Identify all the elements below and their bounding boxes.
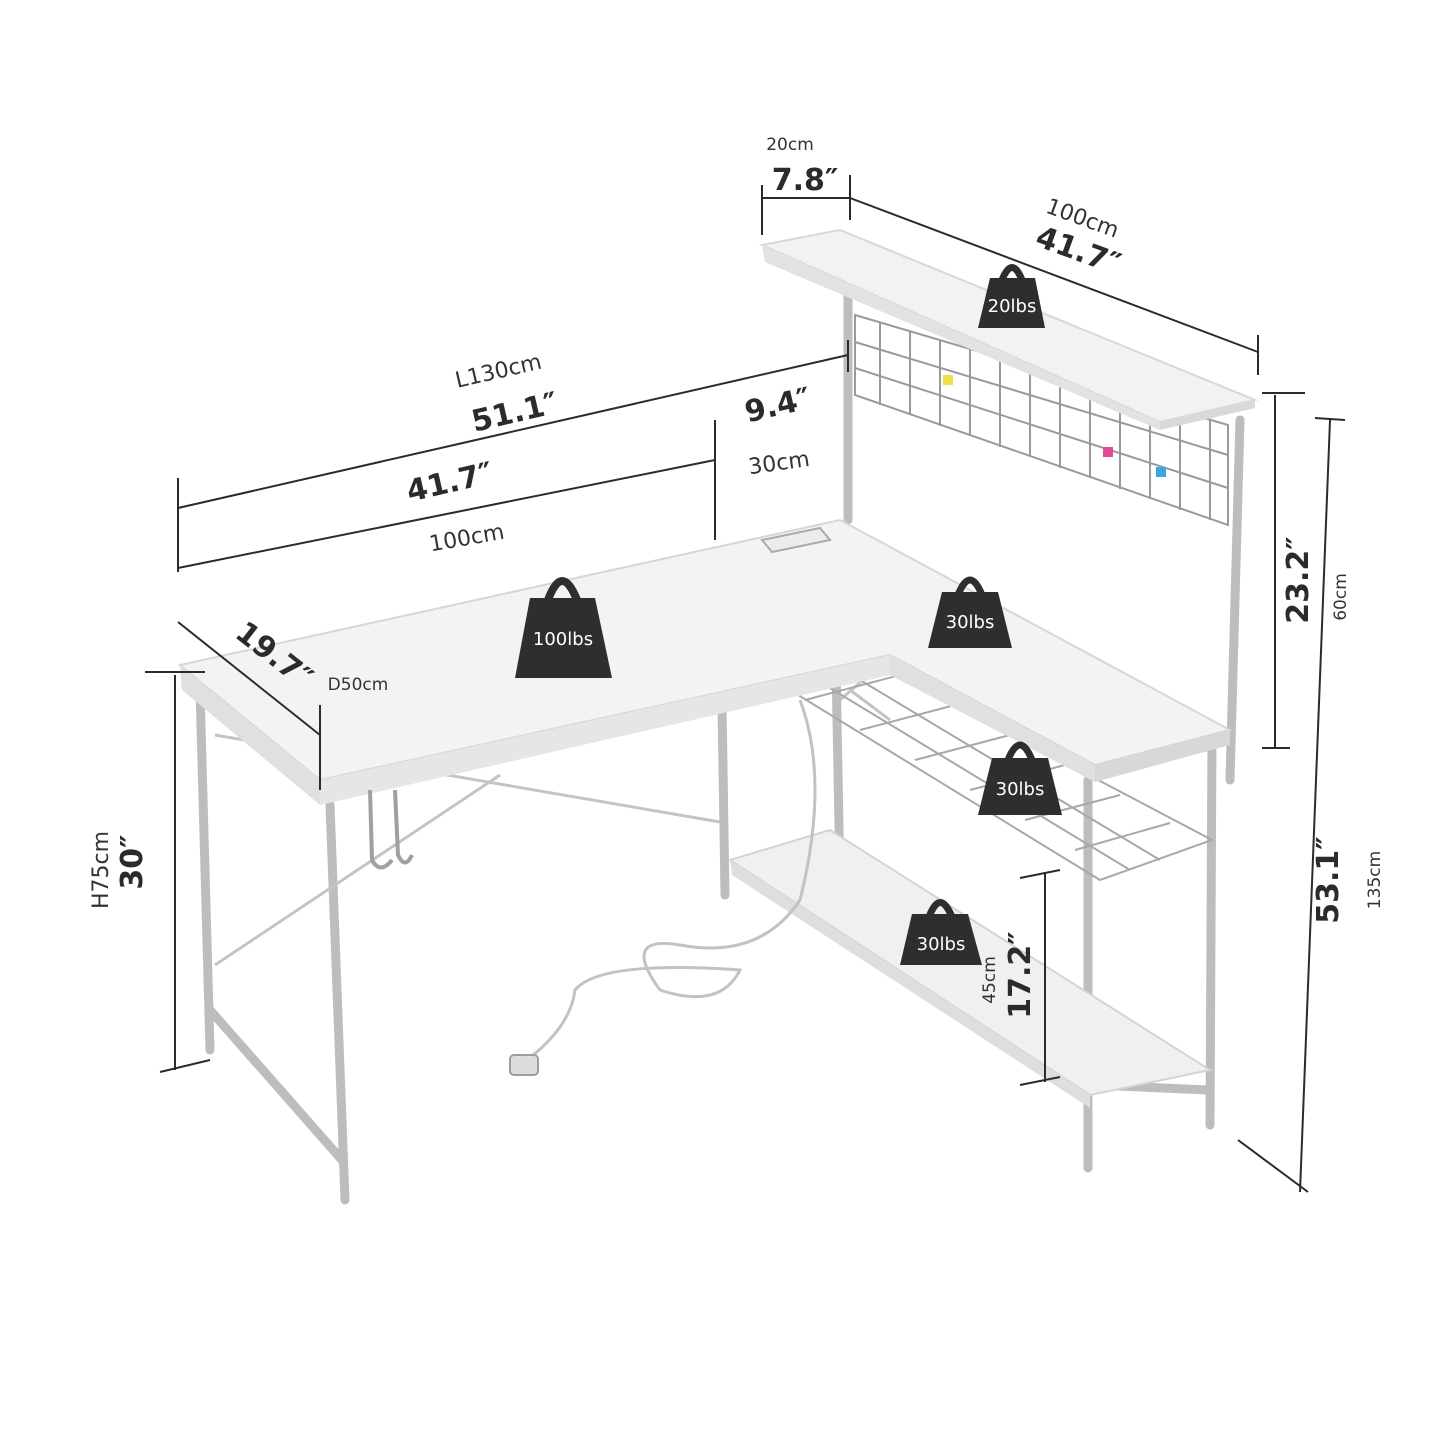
weight-label-wire-shelf: 30lbs	[996, 779, 1045, 800]
top-shelf	[758, 228, 1259, 430]
total-height-cm: 135cm	[1365, 851, 1385, 909]
clip-pink	[1103, 447, 1113, 457]
weight-label-corner: 30lbs	[946, 612, 995, 633]
power-cable	[519, 699, 817, 1067]
corner-depth-in: 9.4″	[741, 381, 814, 430]
main-length-cm: 100cm	[428, 520, 507, 558]
headphone-hooks	[368, 789, 414, 870]
desk-height-in: 30″	[115, 834, 150, 889]
weight-bottom-shelf: 30lbs	[900, 899, 982, 965]
dimension-lines	[145, 175, 1346, 1193]
shelf-depth-in: 7.8″	[772, 163, 839, 198]
shelf-gap-in: 17.2″	[1003, 931, 1038, 1018]
weight-label-bottom-shelf: 30lbs	[917, 934, 966, 955]
clip-yellow	[943, 375, 953, 385]
weight-corner: 30lbs	[928, 576, 1012, 648]
weight-top-shelf: 20lbs	[978, 264, 1045, 328]
power-plug	[509, 1054, 539, 1076]
weight-wire-shelf: 30lbs	[978, 741, 1062, 815]
desk-top	[177, 518, 1233, 805]
weight-label-top-shelf: 20lbs	[988, 296, 1037, 317]
weight-label-desk-top: 100lbs	[533, 629, 593, 650]
hutch-height-in: 23.2″	[1281, 536, 1316, 623]
total-height-in: 53.1″	[1311, 836, 1346, 923]
desk-depth-cm: D50cm	[328, 675, 389, 695]
clip-blue	[1156, 467, 1166, 477]
corner-depth-cm: 30cm	[747, 447, 811, 480]
power-outlet[interactable]	[760, 526, 832, 554]
shelf-depth-cm: 20cm	[766, 135, 814, 155]
hutch-height-cm: 60cm	[1331, 573, 1351, 621]
shelf-gap-cm: 45cm	[980, 956, 1000, 1004]
bottom-shelf	[727, 828, 1213, 1108]
desk-height-cm: H75cm	[89, 831, 114, 909]
main-length-in: 41.7″	[403, 456, 496, 510]
weight-desk-top: 100lbs	[515, 577, 612, 678]
total-length-cm: L130cm	[453, 350, 544, 394]
